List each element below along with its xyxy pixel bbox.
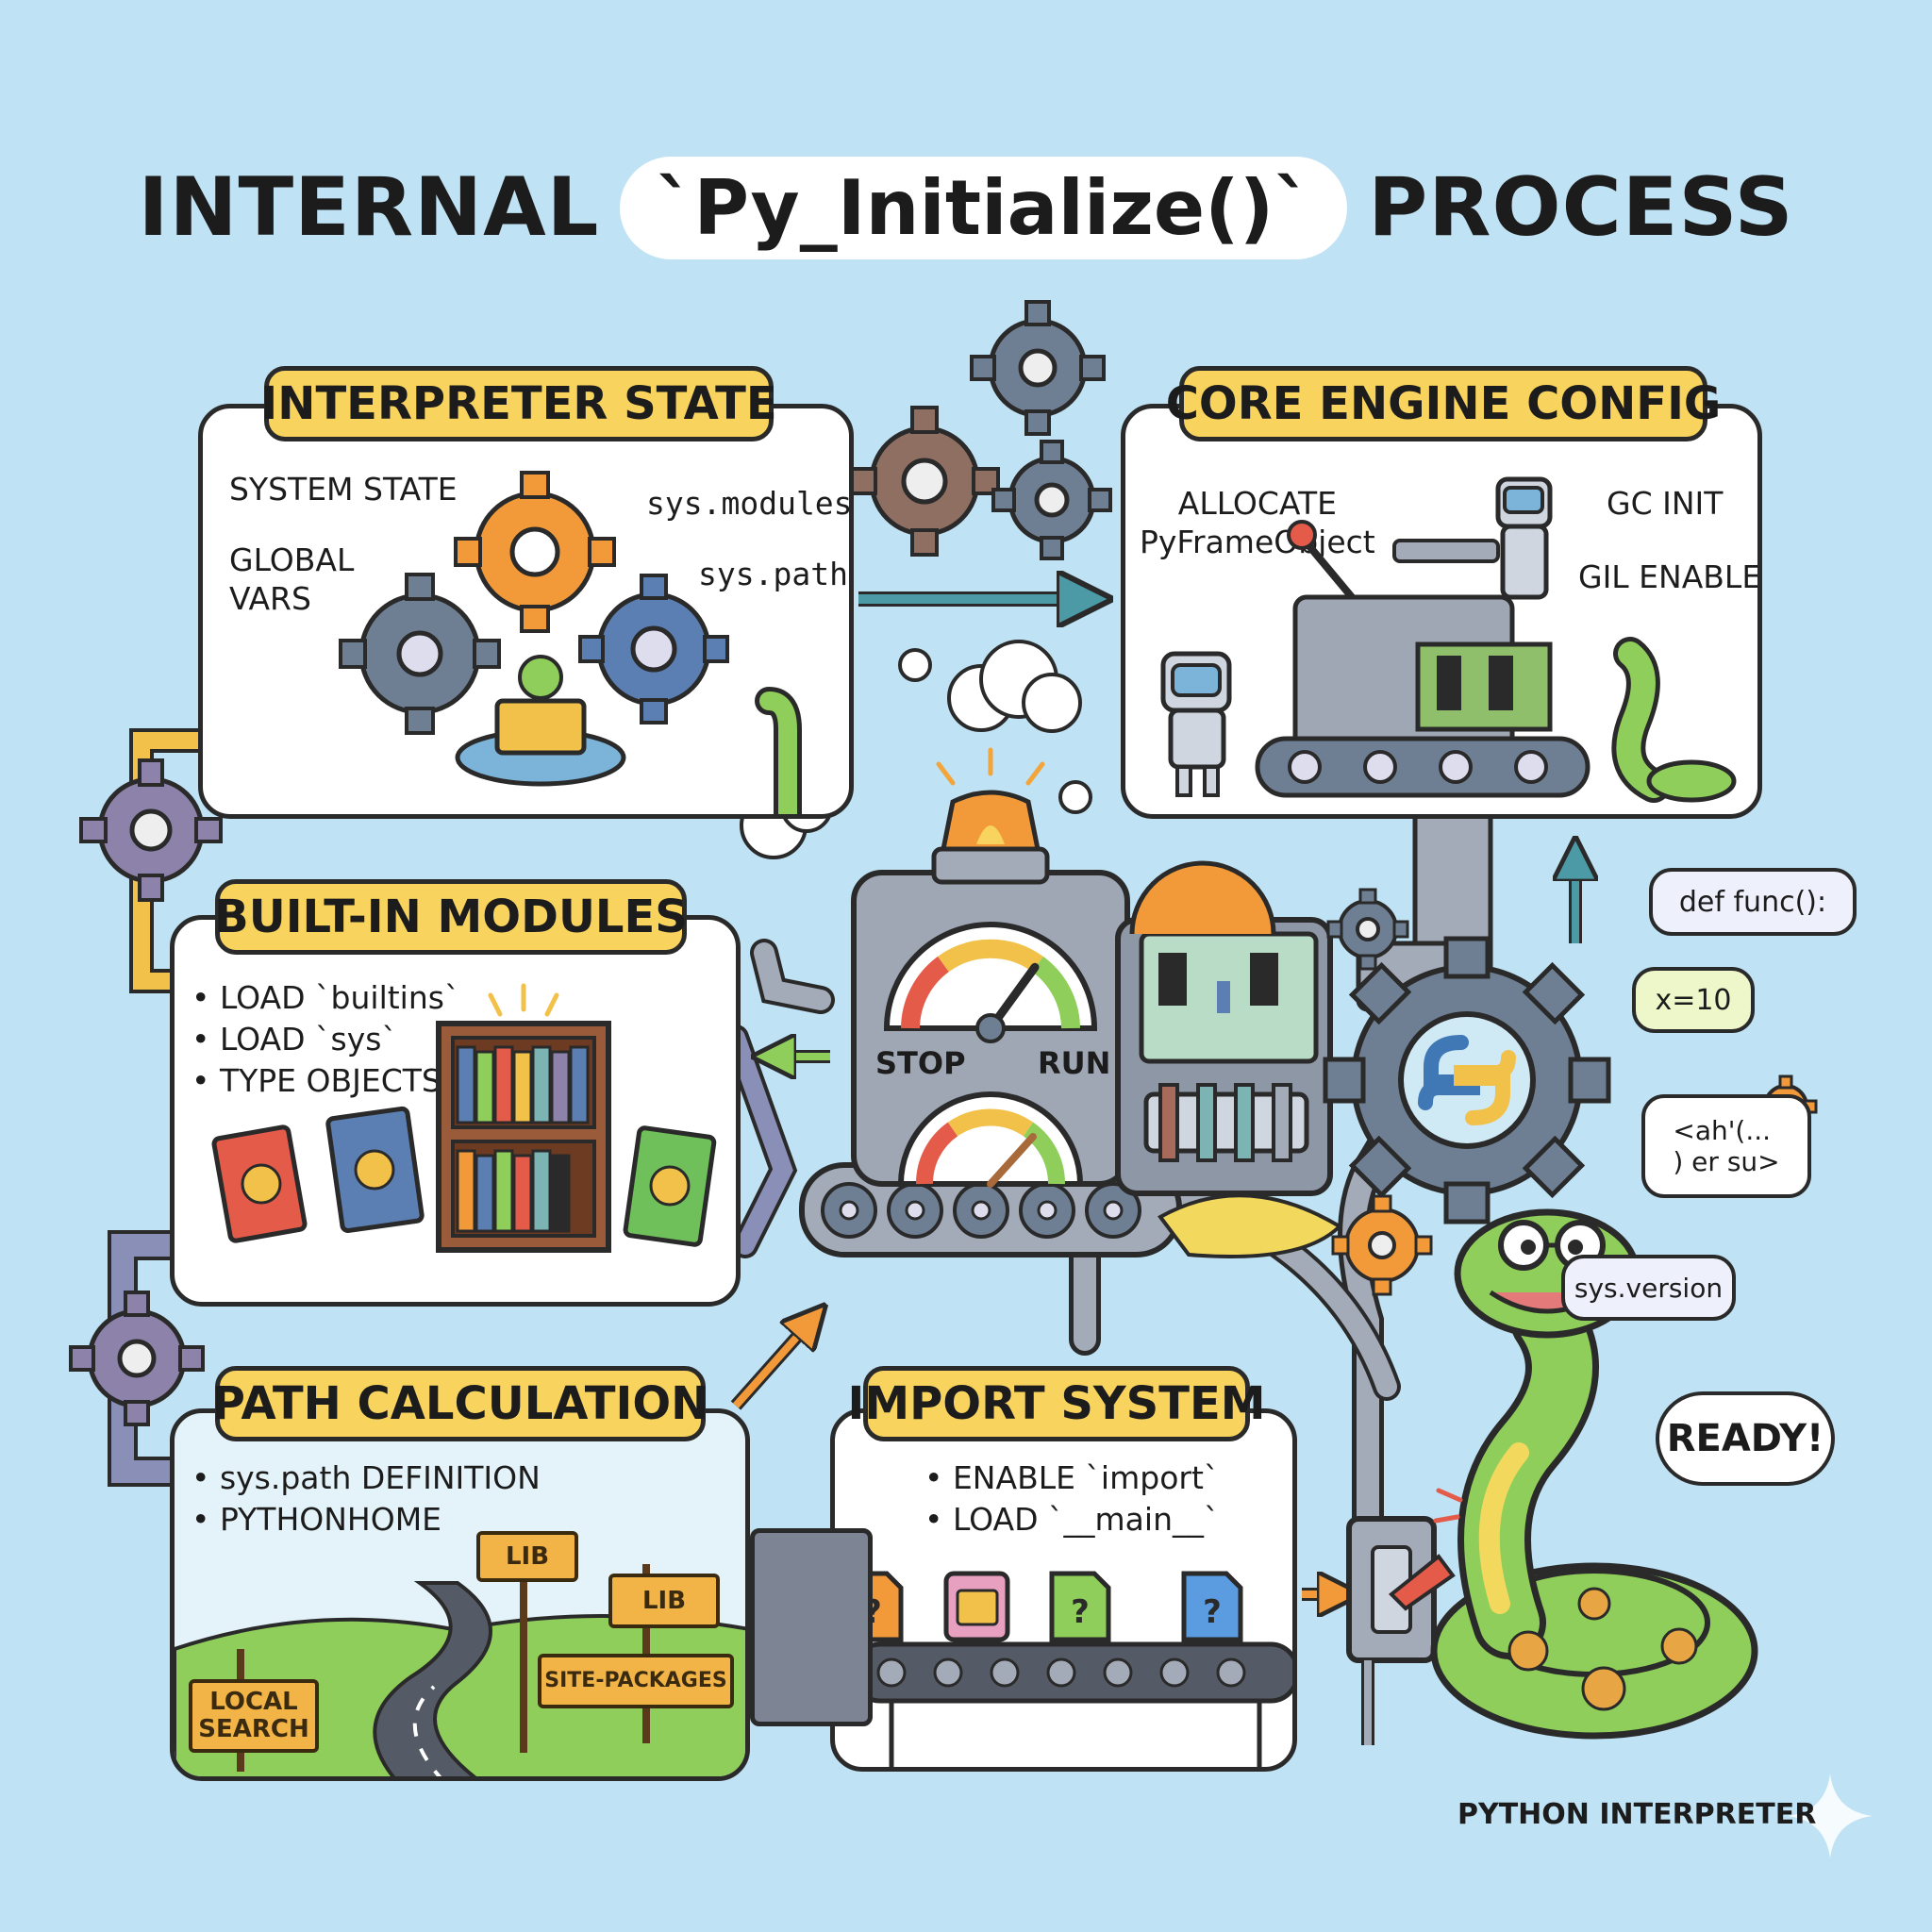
gear-icon [518, 655, 563, 700]
gc-init-label: GC INIT [1607, 485, 1724, 522]
gear-icon [1323, 936, 1611, 1224]
gauge-stop-label: STOP [875, 1045, 966, 1081]
gear-icon [970, 300, 1106, 436]
builtin-illustration [211, 983, 717, 1253]
vertical-pipe [1412, 799, 1493, 956]
path-calculation-panel: • sys.path DEFINITION • PYTHONHOME LOCAL… [170, 1408, 750, 1781]
sys-modules-label: sys.modules [646, 485, 853, 522]
import-item-1: • ENABLE `import` [924, 1459, 1220, 1496]
gear-icon [79, 758, 223, 902]
svg-text:?: ? [1071, 1593, 1090, 1631]
def-func-bubble: def func(): [1649, 868, 1857, 936]
sys-path-label: sys.path [698, 556, 848, 592]
file-icon: ? [1181, 1571, 1243, 1642]
interpreter-state-badge: INTERPRETER STATE [260, 366, 777, 441]
book-icon [325, 1106, 425, 1233]
builtin-item-2: • LOAD `sys` [192, 1021, 397, 1058]
gil-enable-label: GIL ENABLE [1578, 558, 1762, 595]
sparkle-icon [1788, 1774, 1873, 1858]
sys-version-bubble: sys.version [1561, 1255, 1736, 1321]
gear-icon [69, 1291, 205, 1426]
builtin-modules-badge: BUILT-IN MODULES [214, 879, 688, 955]
page-title: INTERNAL `Py_Initialize()` PROCESS [0, 142, 1932, 274]
import-conveyor: ? ? ? [841, 1571, 1292, 1767]
conveyor-belt-icon [1255, 736, 1591, 798]
import-system-badge: IMPORT SYSTEM [847, 1366, 1266, 1441]
builtin-modules-panel: • LOAD `builtins` • LOAD `sys` • TYPE OB… [170, 915, 741, 1307]
gear-icon [1331, 1194, 1433, 1296]
bookshelf-icon [436, 1021, 611, 1253]
svg-text:?: ? [1203, 1593, 1222, 1631]
book-icon [623, 1125, 717, 1247]
snake-icon [755, 687, 802, 814]
gear-icon [578, 574, 729, 724]
road [373, 1581, 492, 1776]
interpreter-gears [339, 471, 802, 814]
robot-icon [1392, 476, 1553, 600]
global-vars-label: GLOBAL VARS [229, 541, 355, 618]
path-item-1: • sys.path DEFINITION [192, 1459, 541, 1496]
import-system-panel: • ENABLE `import` • LOAD `__main__` ? ? … [830, 1408, 1297, 1772]
file-icon: ? [1049, 1571, 1111, 1642]
import-item-2: • LOAD `__main__` [924, 1501, 1220, 1538]
python-logo-icon [1418, 1035, 1516, 1125]
site-packages-sign: SITE-PACKAGES [538, 1654, 734, 1708]
gear-icon [849, 406, 1000, 557]
path-item-2: • PYTHONHOME [192, 1501, 442, 1538]
title-prefix: INTERNAL [138, 160, 600, 255]
gear-icon [991, 440, 1112, 560]
light-switch-icon [1346, 1516, 1456, 1745]
chip-icon [1437, 656, 1513, 710]
garbled-bubble: <ah'(... ) er su> [1641, 1094, 1811, 1198]
gauge-run-label: RUN [1038, 1045, 1111, 1081]
lib-sign-1: LIB [476, 1531, 578, 1582]
gear-icon [339, 573, 501, 735]
book-icon [211, 1124, 308, 1243]
x-assign-bubble: x=10 [1632, 967, 1755, 1033]
local-search-sign: LOCAL SEARCH [189, 1679, 319, 1753]
core-engine-config-panel: ALLOCATE PyFrameObject GC INIT GIL ENABL… [1121, 404, 1762, 819]
file-icon [943, 1571, 1010, 1642]
lib-sign-2: LIB [608, 1574, 720, 1628]
gear-icon [454, 471, 616, 633]
path-calculation-badge: PATH CALCULATION [212, 1366, 708, 1441]
snake-icon [1158, 1193, 1343, 1258]
builtin-item-1: • LOAD `builtins` [192, 979, 460, 1016]
system-state-label: SYSTEM STATE [229, 471, 458, 508]
chip-icon [1158, 953, 1278, 1013]
siren-icon [940, 790, 1041, 852]
main-engine-machine [799, 747, 1333, 1257]
import-hopper [750, 1528, 873, 1726]
allocate-label: ALLOCATE PyFrameObject [1140, 485, 1375, 561]
snake-icon [1611, 637, 1737, 803]
title-function-name: `Py_Initialize()` [620, 156, 1348, 259]
core-engine-config-badge: CORE ENGINE CONFIG [1166, 366, 1721, 441]
interpreter-state-panel: SYSTEM STATE GLOBAL VARS sys.modules sys… [198, 404, 854, 819]
builtin-item-3: • TYPE OBJECTS [192, 1062, 441, 1099]
core-engine-illustration [1160, 476, 1737, 803]
title-suffix: PROCESS [1368, 160, 1794, 255]
gear-icon [1326, 888, 1409, 971]
robot-icon [1160, 651, 1232, 797]
python-interpreter-label: PYTHON INTERPRETER [1457, 1798, 1817, 1831]
ready-bubble: READY! [1656, 1391, 1835, 1486]
